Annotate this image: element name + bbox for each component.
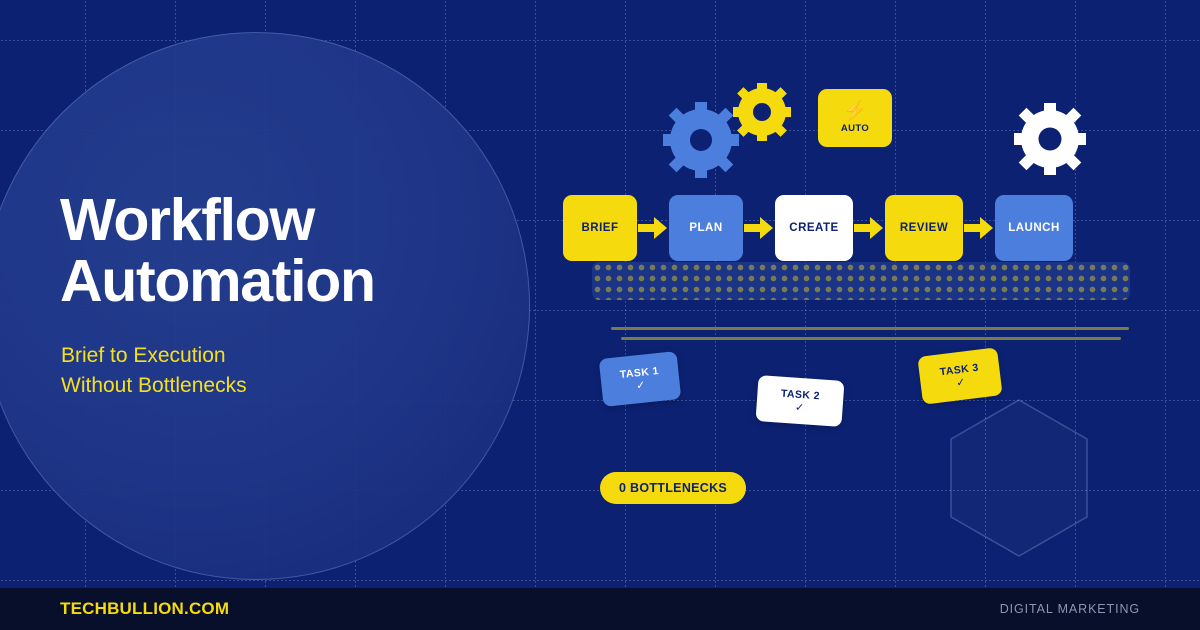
white-gear-icon bbox=[1014, 103, 1086, 175]
lightning-bolt-icon: ⚡ bbox=[843, 101, 867, 122]
grid-line-horizontal bbox=[0, 400, 1200, 401]
check-icon: ✓ bbox=[635, 379, 646, 392]
brand-logo-text[interactable]: TECHBULLION.COM bbox=[60, 599, 230, 618]
grid-line-vertical bbox=[1165, 0, 1166, 592]
pipeline-node-label: CREATE bbox=[789, 222, 839, 234]
grid-line-horizontal bbox=[0, 40, 1200, 41]
task-card[interactable]: TASK 1 ✓ bbox=[598, 351, 682, 407]
footer-category-label: DIGITAL MARKETING bbox=[999, 602, 1140, 616]
hexagon-decoration bbox=[948, 398, 1090, 558]
task-card[interactable]: TASK 3 ✓ bbox=[917, 347, 1003, 405]
status-badge[interactable]: 0 BOTTLENECKS bbox=[600, 472, 747, 504]
divider-line-primary bbox=[611, 327, 1129, 330]
auto-badge-label: AUTO bbox=[840, 123, 870, 134]
headline-line-1: Workflow bbox=[60, 187, 315, 253]
headline-line-2: Automation bbox=[60, 248, 376, 315]
check-icon: ✓ bbox=[955, 375, 967, 389]
grid-line-horizontal bbox=[0, 310, 1200, 311]
footer-bar: TECHBULLION.COM DIGITAL MARKETING bbox=[0, 588, 1200, 630]
page-title: Workflow Automation bbox=[60, 187, 530, 315]
subtitle-line-2: Without Bottlenecks bbox=[61, 373, 247, 397]
arrow-right-icon bbox=[853, 215, 885, 241]
task-card-label: TASK 2 bbox=[780, 387, 821, 402]
task-card-label: TASK 3 bbox=[939, 361, 980, 378]
status-badge-label: 0 BOTTLENECKS bbox=[619, 481, 728, 495]
subtitle-line-1: Brief to Execution bbox=[61, 344, 226, 367]
workflow-pipeline: BRIEF PLAN CREATE REVIEW LAUNCH bbox=[563, 195, 1073, 261]
pipeline-node-review[interactable]: REVIEW bbox=[885, 195, 963, 261]
arrow-right-icon bbox=[963, 215, 995, 241]
divider-line-secondary bbox=[621, 337, 1121, 340]
yellow-gear-icon bbox=[733, 83, 791, 141]
pipeline-node-label: BRIEF bbox=[581, 222, 619, 234]
pipeline-node-brief[interactable]: BRIEF bbox=[563, 195, 637, 261]
pipeline-node-label: REVIEW bbox=[899, 222, 949, 234]
pipeline-node-label: PLAN bbox=[689, 222, 723, 234]
check-icon: ✓ bbox=[794, 401, 805, 414]
task-card-label: TASK 1 bbox=[619, 364, 660, 381]
pipeline-node-plan[interactable]: PLAN bbox=[669, 195, 743, 261]
grid-line-horizontal bbox=[0, 130, 1200, 131]
pipeline-node-label: LAUNCH bbox=[1008, 222, 1060, 234]
grid-line-vertical bbox=[535, 0, 536, 592]
task-card[interactable]: TASK 2 ✓ bbox=[755, 375, 845, 427]
pipeline-track-band bbox=[592, 262, 1130, 300]
grid-line-horizontal bbox=[0, 580, 1200, 581]
auto-badge[interactable]: ⚡ AUTO bbox=[818, 89, 892, 147]
pipeline-node-create[interactable]: CREATE bbox=[775, 195, 853, 261]
pipeline-node-launch[interactable]: LAUNCH bbox=[995, 195, 1073, 261]
hero-circle-decoration bbox=[0, 32, 530, 580]
page-subtitle: Brief to Execution Without Bottlenecks bbox=[61, 341, 521, 401]
arrow-right-icon bbox=[743, 215, 775, 241]
blue-gear-icon bbox=[663, 102, 739, 178]
arrow-right-icon bbox=[637, 215, 669, 241]
